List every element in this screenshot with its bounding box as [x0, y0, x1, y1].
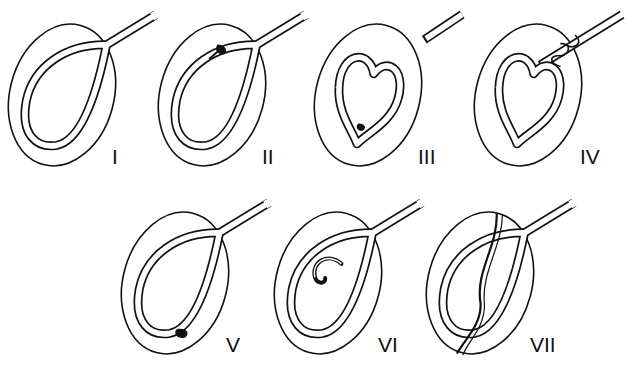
- specimen-figure: [259, 168, 426, 371]
- figure-numeral: VI: [378, 334, 398, 355]
- figure-numeral: I: [112, 146, 118, 167]
- figure-numeral: V: [226, 334, 240, 355]
- specimen-figure: [459, 0, 626, 183]
- specimen-figure: [143, 0, 310, 183]
- figure-numeral: VII: [530, 334, 556, 355]
- figure-numeral: II: [262, 146, 274, 167]
- figure-numeral: III: [418, 146, 436, 167]
- specimen-figure: [411, 168, 578, 371]
- specimen-figure: [106, 168, 273, 371]
- figure-numeral: IV: [580, 146, 600, 167]
- specimen-figure: [299, 0, 462, 183]
- specimen-figure: [0, 0, 160, 183]
